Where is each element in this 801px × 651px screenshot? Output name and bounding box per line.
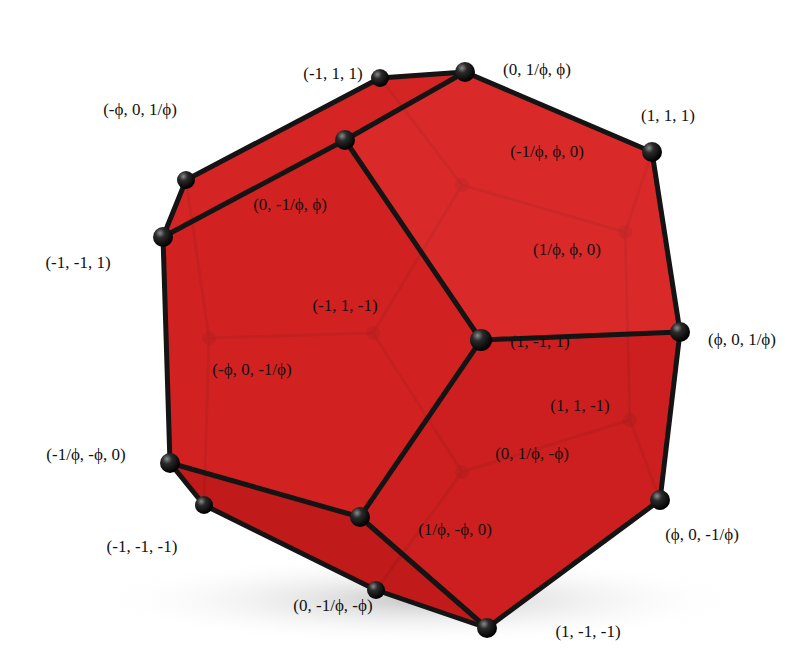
vertex-coordinate: (1/ϕ, ϕ, 0) (533, 241, 601, 260)
vertex-coordinate: (1, -1, 1) (510, 333, 569, 352)
vertex-coordinate: (0, 1/ϕ, ϕ) (503, 61, 571, 80)
vertex-coordinate: (0, -1/ϕ, ϕ) (253, 196, 327, 215)
vertex-coordinate: (ϕ, 0, 1/ϕ) (708, 331, 776, 350)
vertex-coordinate: (1, 1, 1) (641, 107, 695, 126)
vertex-coordinate: (-1, -1, 1) (45, 254, 110, 273)
vertex-coordinate: (-1/ϕ, ϕ, 0) (510, 143, 584, 162)
vertex-coordinate: (0, 1/ϕ, -ϕ) (495, 445, 569, 464)
vertex-coordinate: (-1, -1, -1) (107, 538, 178, 557)
vertex-coordinate: (-1/ϕ, -ϕ, 0) (46, 446, 125, 465)
vertex-coordinate: (-1, 1, -1) (312, 297, 377, 316)
vertex-coordinate: (1, 1, -1) (550, 397, 609, 416)
vertex-coordinate: (-ϕ, 0, -1/ϕ) (212, 361, 291, 380)
vertex-coordinate: (0, -1/ϕ, -ϕ) (293, 597, 372, 616)
vertex-coordinate: (-1, 1, 1) (303, 65, 362, 84)
vertex-coordinate: (-ϕ, 0, 1/ϕ) (103, 101, 177, 120)
vertex-coordinate: (ϕ, 0, -1/ϕ) (665, 526, 739, 545)
vertex-coordinate: (1, -1, -1) (555, 623, 620, 642)
vertex-coordinate: (1/ϕ, -ϕ, 0) (418, 521, 492, 540)
